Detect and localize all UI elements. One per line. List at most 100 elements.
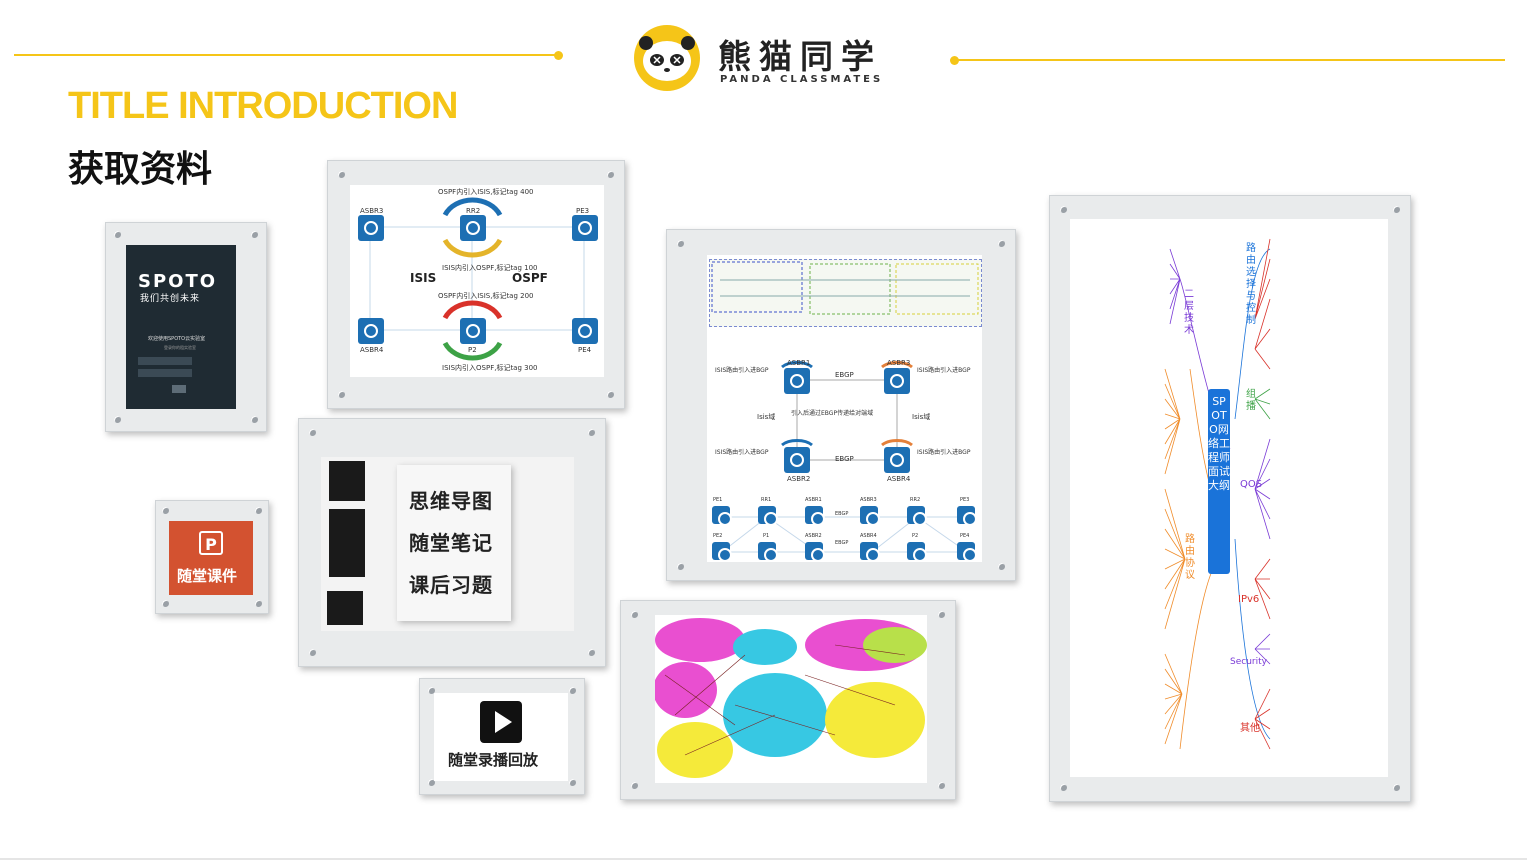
pin bbox=[938, 782, 945, 789]
pin bbox=[251, 231, 258, 238]
node-label: P2 bbox=[468, 346, 477, 354]
asbr3-node-icon bbox=[884, 368, 910, 394]
p1-node-icon bbox=[758, 542, 778, 562]
pin bbox=[631, 611, 638, 618]
notes-line-homework: 课后习题 bbox=[409, 573, 493, 597]
p2-node-icon bbox=[907, 542, 927, 562]
terminal-screenshot bbox=[329, 461, 365, 501]
bgp-diagram-frame: ASBR1 ASBR3 ASBR2 ASBR4 EBGP EBGP Isis域 … bbox=[666, 229, 1016, 581]
pe4-node-icon bbox=[572, 318, 598, 344]
pin bbox=[607, 171, 614, 178]
header-line-right bbox=[955, 59, 1505, 61]
pin bbox=[569, 779, 576, 786]
panda-logo-icon bbox=[632, 23, 702, 93]
pin bbox=[162, 600, 169, 607]
node-label: PE4 bbox=[578, 346, 592, 354]
ebgp-top: EBGP bbox=[835, 371, 854, 379]
right-note-bottom: ISIS路由引入进BGP bbox=[917, 449, 971, 456]
row-top-label: ASBR3 bbox=[860, 497, 877, 503]
play-icon[interactable] bbox=[480, 701, 522, 743]
branch-label: 路由协议 bbox=[1185, 534, 1195, 581]
video-tile[interactable]: 随堂录播回放 bbox=[434, 693, 568, 781]
terminal-screenshot bbox=[327, 591, 363, 625]
pin bbox=[631, 782, 638, 789]
asbr3-node-icon bbox=[860, 506, 880, 526]
rr2-node-icon bbox=[460, 215, 486, 241]
bottom-divider bbox=[0, 858, 1527, 860]
isis-label: ISIS bbox=[410, 271, 437, 285]
left-note-top: ISIS路由引入进BGP bbox=[715, 367, 769, 374]
caption-bottom: ISIS内引入OSPF,标记tag 300 bbox=[442, 364, 538, 372]
left-note-bottom: ISIS路由引入进BGP bbox=[715, 449, 769, 456]
asbr1-node-icon bbox=[784, 368, 810, 394]
mindmap-image: SPOTO网络工程师面试大纲 路由选择与控制 二层技术 组播 QOS 路由协议 … bbox=[1070, 219, 1388, 777]
caption-mid2: OSPF内引入ISIS,标记tag 200 bbox=[438, 292, 534, 300]
notes-line-class-notes: 随堂笔记 bbox=[409, 531, 493, 555]
ebgp-row-bottom: EBGP bbox=[835, 540, 849, 546]
branch-routing-protocol: 路由协议 bbox=[1185, 534, 1197, 582]
mindmap-frame: SPOTO网络工程师面试大纲 路由选择与控制 二层技术 组播 QOS 路由协议 … bbox=[1049, 195, 1411, 802]
pin bbox=[1393, 784, 1400, 791]
powerpoint-icon: P bbox=[199, 531, 223, 555]
row-bottom-label: ASBR2 bbox=[805, 533, 822, 539]
ebgp-bottom: EBGP bbox=[835, 455, 854, 463]
pin bbox=[1393, 206, 1400, 213]
pin bbox=[677, 563, 684, 570]
network-map-frame bbox=[620, 600, 956, 800]
pin bbox=[677, 240, 684, 247]
branch-qos: QOS bbox=[1240, 479, 1263, 490]
ospf-label: OSPF bbox=[512, 271, 548, 285]
pin bbox=[1060, 784, 1067, 791]
branch-routing-control: 路由选择与控制 bbox=[1246, 243, 1258, 327]
spoto-password-field[interactable] bbox=[138, 369, 192, 377]
row-bottom-label: P1 bbox=[763, 533, 770, 539]
branch-label: 组播 bbox=[1246, 389, 1256, 412]
pe1-node-icon bbox=[712, 506, 732, 526]
branch-multicast: 组播 bbox=[1246, 389, 1258, 413]
asbr2-node-icon bbox=[805, 542, 825, 562]
asbr2-node-icon bbox=[784, 447, 810, 473]
caption-top: OSPF内引入ISIS,标记tag 400 bbox=[438, 188, 534, 196]
branch-label: 路由选择与控制 bbox=[1246, 243, 1256, 326]
brand-name-cn: 熊猫同学 bbox=[718, 37, 882, 76]
pin bbox=[309, 649, 316, 656]
branch-label: 二层技术 bbox=[1184, 289, 1194, 336]
notes-line-mindmap: 思维导图 bbox=[409, 489, 493, 513]
pin bbox=[309, 429, 316, 436]
pin bbox=[114, 231, 121, 238]
row-top-label: PE3 bbox=[960, 497, 970, 503]
pin bbox=[998, 563, 1005, 570]
notes-image: 思维导图 随堂笔记 课后习题 bbox=[321, 457, 574, 631]
row-bottom-label: P2 bbox=[912, 533, 919, 539]
pin bbox=[255, 600, 262, 607]
mid-caption: 引入后通过EBGP传递给对端域 bbox=[791, 410, 874, 417]
lab-topology-thumbnail bbox=[709, 259, 982, 327]
pin bbox=[607, 391, 614, 398]
asbr4-node-icon bbox=[358, 318, 384, 344]
isis-domain-left: Isis域 bbox=[757, 413, 776, 421]
mindmap-center: SPOTO网络工程师面试大纲 bbox=[1208, 389, 1230, 574]
mindmap-center-text: SPOTO网络工程师面试大纲 bbox=[1208, 395, 1230, 492]
rr1-node-icon bbox=[758, 506, 778, 526]
pe4-node-icon bbox=[957, 542, 977, 562]
header-dot-right bbox=[950, 56, 959, 65]
ebgp-row-top: EBGP bbox=[835, 511, 849, 517]
pin bbox=[338, 171, 345, 178]
row-bottom-label: ASBR4 bbox=[860, 533, 877, 539]
row-bottom-label: PE4 bbox=[960, 533, 970, 539]
network-map-image bbox=[655, 615, 927, 783]
notes-frame: 思维导图 随堂笔记 课后习题 bbox=[298, 418, 606, 667]
pe3-node-icon bbox=[572, 215, 598, 241]
row-top-label: RR2 bbox=[910, 497, 921, 503]
spoto-login-button[interactable] bbox=[172, 385, 186, 393]
pin bbox=[998, 240, 1005, 247]
pin bbox=[114, 416, 121, 423]
topology-image: ASBR3 RR2 PE3 ASBR4 P2 PE4 OSPF内引入ISIS,标… bbox=[350, 185, 604, 377]
spoto-username-field[interactable] bbox=[138, 357, 192, 365]
pe2-node-icon bbox=[712, 542, 732, 562]
powerpoint-icon-letter: P bbox=[205, 535, 217, 554]
pin bbox=[338, 391, 345, 398]
spoto-sub: 登录你的租实验室 bbox=[164, 345, 196, 350]
row-top-label: ASBR1 bbox=[805, 497, 822, 503]
asbr4-node-icon bbox=[860, 542, 880, 562]
